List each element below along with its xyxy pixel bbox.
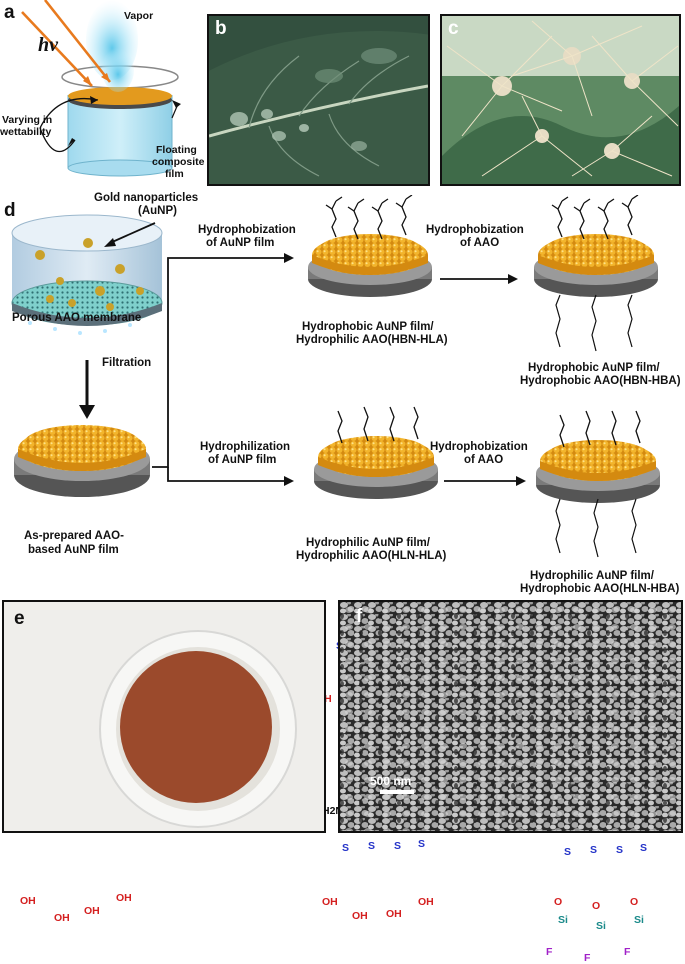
panel-e-label: e bbox=[14, 608, 25, 629]
oh-label: OH bbox=[54, 912, 70, 924]
oh-label: OH bbox=[84, 905, 100, 917]
oh-label: OH bbox=[386, 908, 402, 920]
panel-f-sem-image: f 500 nm bbox=[338, 600, 683, 833]
solar-evaporation-schematic bbox=[21, 0, 181, 177]
alkyl-chains-2 bbox=[551, 194, 639, 240]
o-label: O bbox=[554, 896, 563, 908]
oh-label: OH bbox=[322, 896, 338, 908]
o-label: O bbox=[630, 896, 639, 908]
hbn-hba-label-2: Hydrophobic AAO(HBN-HBA) bbox=[520, 375, 681, 387]
s-label: S bbox=[564, 846, 572, 858]
oh-label: OH bbox=[20, 895, 36, 907]
hydrophobization-aunp-label-2: of AuNP film bbox=[206, 237, 275, 249]
varying-label-1: Varying in bbox=[2, 114, 53, 126]
hydrophilization-aunp-label-2: of AuNP film bbox=[208, 454, 277, 466]
panel-d: d Gold nanoparticles (AuNP) Porous AAO m… bbox=[0, 192, 685, 964]
hydrophobization-aao-top-label-2: of AAO bbox=[460, 237, 500, 249]
aunp-label-2: (AuNP) bbox=[138, 205, 177, 217]
s-label: S bbox=[616, 844, 624, 856]
hydrophobization-aao-bottom-label-2: of AAO bbox=[464, 454, 504, 466]
oh-label: OH bbox=[352, 910, 368, 922]
si-label: Si bbox=[634, 914, 644, 926]
floating-label-3: film bbox=[165, 168, 184, 180]
scale-bar-label: 500 nm bbox=[370, 774, 412, 788]
s-label: S bbox=[368, 840, 376, 852]
f-label: F bbox=[546, 946, 553, 958]
aunp-label-1: Gold nanoparticles bbox=[94, 192, 199, 204]
cactus-photo-illustration bbox=[442, 16, 679, 184]
panel-c-cactus-photo: c bbox=[440, 14, 681, 186]
h2n-label: H2N bbox=[322, 805, 344, 817]
sem-texture bbox=[340, 602, 681, 831]
o-label: O bbox=[592, 900, 601, 912]
as-prepared-label-1: As-prepared AAO- bbox=[24, 530, 124, 542]
fluorosilane-chains-2 bbox=[555, 294, 633, 352]
oh-label: OH bbox=[418, 896, 434, 908]
fluorosilane-chains-4 bbox=[555, 498, 637, 558]
s-label: S bbox=[640, 842, 648, 854]
f-label: F bbox=[624, 946, 631, 958]
hydrophobization-aao-top-label-1: Hydrophobization bbox=[426, 224, 524, 236]
si-label: Si bbox=[596, 920, 606, 932]
filter-cup bbox=[11, 214, 163, 335]
hbn-hla-label-1: Hydrophobic AuNP film/ bbox=[302, 321, 434, 333]
hbn-hba-label-1: Hydrophobic AuNP film/ bbox=[528, 362, 660, 374]
vapor-label: Vapor bbox=[124, 10, 154, 22]
panel-b-leaf-photo: b bbox=[207, 14, 430, 186]
varying-label-2: wettability bbox=[0, 126, 52, 138]
film-hbn-hba bbox=[534, 234, 658, 297]
hln-hla-label-1: Hydrophilic AuNP film/ bbox=[306, 537, 430, 549]
s-label: S bbox=[590, 844, 598, 856]
si-label: Si bbox=[558, 914, 568, 926]
s-label: S bbox=[394, 840, 402, 852]
hln-hba-label-1: Hydrophilic AuNP film/ bbox=[530, 570, 654, 582]
modification-scheme bbox=[11, 194, 660, 558]
membrane-label: Porous AAO membrane bbox=[12, 312, 142, 324]
as-prepared-label-2: based AuNP film bbox=[28, 544, 119, 556]
light-hv-label: hν bbox=[38, 34, 58, 56]
hydrophilization-aunp-label-1: Hydrophilization bbox=[200, 441, 291, 453]
as-prepared-film bbox=[14, 425, 150, 497]
film-hln-hla bbox=[314, 436, 438, 499]
s-label: S bbox=[418, 838, 426, 850]
panel-d-label: d bbox=[4, 200, 16, 221]
film-hbn-hla bbox=[308, 234, 432, 297]
hln-hla-label-2: Hydrophilic AAO(HLN-HLA) bbox=[296, 550, 447, 562]
filtration-label: Filtration bbox=[102, 357, 152, 369]
floating-label-2: composite bbox=[152, 156, 205, 168]
oh-label: OH bbox=[116, 892, 132, 904]
hydrophobization-aunp-label-1: Hydrophobization bbox=[198, 224, 296, 236]
panel-b-label: b bbox=[215, 18, 227, 39]
panel-a: a Vapor hν Varying in wettability Floati… bbox=[0, 0, 205, 185]
amine-chains-4 bbox=[559, 410, 641, 448]
scale-bar bbox=[380, 790, 414, 794]
hln-hba-label-2: Hydrophobic AAO(HLN-HBA) bbox=[520, 583, 680, 595]
panel-e-film-photo: e bbox=[2, 600, 326, 833]
panel-a-label: a bbox=[4, 2, 15, 23]
alkyl-chains-1 bbox=[325, 194, 413, 240]
hydrophobization-aao-bottom-label-1: Hydrophobization bbox=[430, 441, 528, 453]
f-label: F bbox=[584, 952, 591, 964]
leaf-photo-illustration bbox=[209, 16, 428, 184]
panel-f-label: f bbox=[356, 606, 363, 627]
panel-c-label: c bbox=[448, 18, 459, 39]
film-photo-illustration bbox=[4, 602, 324, 831]
film-hln-hba bbox=[536, 440, 660, 503]
s-label: S bbox=[342, 842, 350, 854]
amine-chains-3 bbox=[337, 406, 419, 444]
floating-label-1: Floating bbox=[156, 144, 197, 156]
hbn-hla-label-2: Hydrophilic AAO(HBN-HLA) bbox=[296, 334, 448, 346]
